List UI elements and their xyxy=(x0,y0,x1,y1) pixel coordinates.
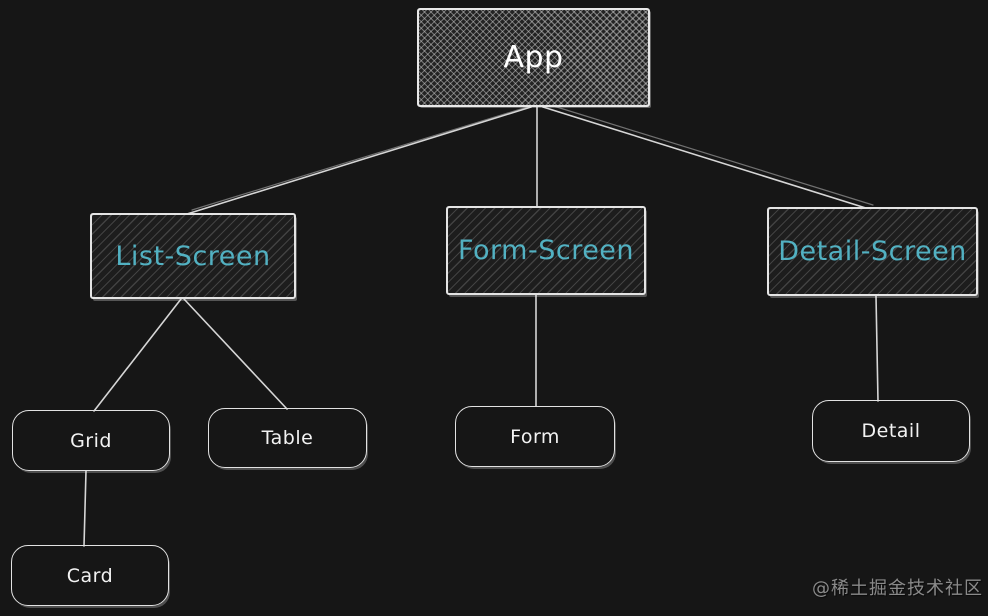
edge-grid-card xyxy=(83,470,87,547)
node-form-screen: Form-Screen xyxy=(446,206,646,295)
node-table: Table xyxy=(208,408,367,468)
node-table-label: Table xyxy=(261,427,314,449)
node-card: Card xyxy=(11,545,169,606)
node-grid: Grid xyxy=(12,410,170,471)
node-list-screen-label: List-Screen xyxy=(115,240,271,272)
edge-app-list-screen xyxy=(186,104,535,215)
node-form-screen-label: Form-Screen xyxy=(457,235,635,266)
node-app-label: App xyxy=(503,40,564,75)
node-app: App xyxy=(417,8,650,107)
node-form-label: Form xyxy=(510,425,560,448)
node-form: Form xyxy=(455,406,615,467)
edge-list-screen-table xyxy=(183,298,288,410)
node-detail-screen-label: Detail-Screen xyxy=(778,236,967,267)
node-detail: Detail xyxy=(812,400,970,462)
edge-detail-screen-detail xyxy=(875,295,879,402)
node-card-label: Card xyxy=(66,564,114,587)
node-list-screen: List-Screen xyxy=(90,213,296,299)
node-detail-screen: Detail-Screen xyxy=(767,207,978,296)
watermark-text: @稀土掘金技术社区 xyxy=(812,578,983,599)
edge-list-screen-grid xyxy=(93,298,182,412)
node-grid-label: Grid xyxy=(70,429,112,452)
node-detail-label: Detail xyxy=(861,420,921,442)
edge-app-detail-screen xyxy=(542,103,874,210)
